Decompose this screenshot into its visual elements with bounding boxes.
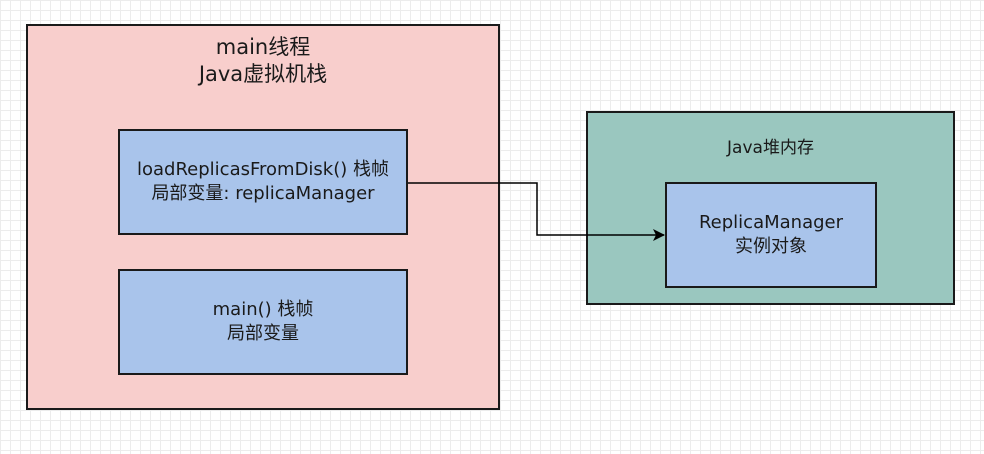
java-heap-title: Java堆内存 [727, 138, 814, 158]
reference-arrow [408, 182, 665, 241]
replica-manager-object-sublabel: 实例对象 [735, 236, 807, 257]
load-replicas-stack-frame: loadReplicasFromDisk() 栈帧 局部变量: replicaM… [118, 129, 408, 235]
main-frame-local-var: 局部变量 [227, 323, 299, 344]
jvm-stack-title-line1: main线程 [215, 35, 311, 59]
jvm-stack-title-line2: Java虚拟机栈 [198, 62, 328, 86]
main-frame-label: main() 栈帧 [212, 299, 314, 320]
replica-manager-object-label: ReplicaManager [698, 212, 844, 233]
replica-manager-object: ReplicaManager 实例对象 [665, 182, 877, 288]
jvm-stack-title: main线程 Java虚拟机栈 [28, 34, 498, 88]
load-replicas-frame-local-var: 局部变量: replicaManager [151, 183, 375, 204]
main-stack-frame: main() 栈帧 局部变量 [118, 269, 408, 375]
load-replicas-frame-label: loadReplicasFromDisk() 栈帧 [137, 159, 389, 180]
